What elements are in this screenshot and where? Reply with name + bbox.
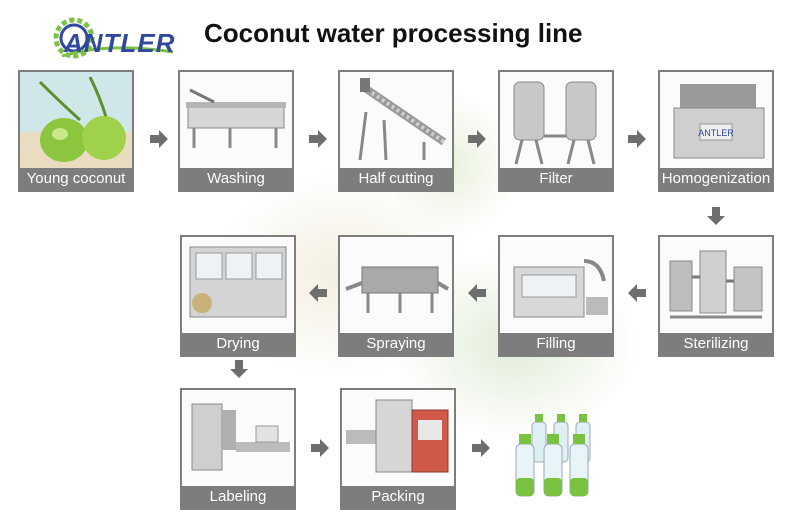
step-young-coconut: Young coconut <box>18 70 134 192</box>
dryer-icon <box>182 237 294 333</box>
arrow-right-icon <box>470 437 492 459</box>
step-homogenization: ANTLER Homogenization <box>658 70 774 192</box>
step-labeling: Labeling <box>180 388 296 510</box>
step-half-cutting: Half cutting <box>338 70 454 192</box>
step-spraying: Spraying <box>338 235 454 357</box>
labeling-machine-icon <box>182 390 294 486</box>
step-label: Labeling <box>209 488 267 505</box>
washing-machine-icon <box>180 72 292 168</box>
step-washing: Washing <box>178 70 294 192</box>
step-label: Drying <box>216 335 260 352</box>
filter-tanks-icon <box>500 72 612 168</box>
step-label: Filter <box>539 170 573 187</box>
arrow-left-icon <box>466 282 488 304</box>
filling-machine-icon <box>500 237 612 333</box>
antler-logo: ANTLER <box>48 12 178 64</box>
bottled-coconut-water-icon <box>508 408 604 508</box>
step-label: Packing <box>371 488 425 505</box>
arrow-right-icon <box>309 437 331 459</box>
arrow-right-icon <box>626 128 648 150</box>
arrow-right-icon <box>466 128 488 150</box>
homogenizer-icon: ANTLER <box>660 72 772 168</box>
page-title: Coconut water processing line <box>204 18 583 48</box>
step-label: Young coconut <box>26 170 126 187</box>
step-label: Filling <box>536 335 576 352</box>
coconut-icon <box>20 72 132 168</box>
step-label: Homogenization <box>661 170 771 187</box>
sterilizer-icon <box>660 237 772 333</box>
arrow-down-icon <box>228 358 250 380</box>
step-label: Sterilizing <box>683 335 749 352</box>
svg-text:ANTLER: ANTLER <box>698 128 734 138</box>
step-filter: Filter <box>498 70 614 192</box>
step-sterilizing: Sterilizing <box>658 235 774 357</box>
arrow-right-icon <box>307 128 329 150</box>
step-label: Washing <box>207 170 265 187</box>
step-label: Half cutting <box>358 170 434 187</box>
arrow-left-icon <box>307 282 329 304</box>
arrow-down-icon <box>705 205 727 227</box>
packing-machine-icon <box>342 390 454 486</box>
gear-logo-icon <box>53 17 174 59</box>
step-packing: Packing <box>340 388 456 510</box>
cutting-conveyor-icon <box>340 72 452 168</box>
logo-text: ANTLER <box>64 28 176 58</box>
step-label: Spraying <box>366 335 426 352</box>
spray-tunnel-icon <box>340 237 452 333</box>
arrow-right-icon <box>148 128 170 150</box>
step-drying: Drying <box>180 235 296 357</box>
step-filling: Filling <box>498 235 614 357</box>
arrow-left-icon <box>626 282 648 304</box>
